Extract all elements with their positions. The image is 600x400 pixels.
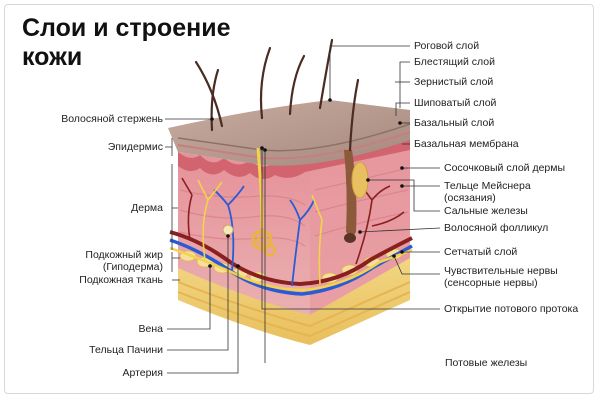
papillary-layer-shape — [178, 138, 410, 180]
label-stratum-granulosum: Зернистый слой — [414, 76, 494, 88]
label-subcutaneous-tissue: Подкожная ткань — [79, 274, 163, 286]
label-epidermis: Эпидермис — [107, 141, 163, 153]
dermis-side — [310, 140, 410, 315]
nerve-trunk — [169, 246, 413, 292]
vein-branches — [213, 185, 315, 287]
pacinian-body — [222, 224, 234, 236]
epidermis-edge — [177, 123, 411, 152]
leader-dots — [208, 98, 404, 268]
label-sebaceous: Сальные железы — [444, 205, 528, 217]
label-stratum-basale: Базальный слой — [414, 117, 495, 129]
hair-bulb — [344, 233, 356, 243]
label-basement-membrane: Базальная мембрана — [414, 138, 519, 150]
image-frame — [4, 4, 594, 394]
label-artery: Артерия — [122, 367, 163, 379]
label-papillary-layer: Сосочковый слой дермы — [444, 162, 566, 174]
label-meissner: Тельце Мейснера — [444, 180, 531, 192]
label-subcutaneous-fat: Подкожный жир — [85, 249, 163, 261]
skin-block — [168, 38, 413, 345]
nerve-branches — [197, 179, 323, 285]
hair-follicle — [344, 150, 369, 243]
label-dermis: Дерма — [131, 202, 163, 214]
label-pacinian-bodies: Тельца Пачини — [89, 344, 163, 356]
artery-vessel — [169, 230, 413, 287]
label-stratum-corneum: Роговой слой — [414, 40, 480, 52]
sebaceous-gland — [351, 161, 369, 199]
leader-lines — [165, 45, 441, 374]
title-line-1: Слои и строение — [22, 14, 231, 42]
label-sensory-nerves-sub: (сенсорные нервы) — [444, 277, 538, 289]
label-reticular: Сетчатый слой — [444, 246, 518, 258]
label-hair-shaft: Волосяной стержень — [61, 113, 163, 125]
subcutaneous-tissue-stripes — [177, 281, 411, 338]
title-line-2: кожи — [22, 43, 83, 71]
label-sensory-nerves: Чувствительные нервы — [444, 265, 558, 277]
label-stratum-lucidum: Блестящий слой — [414, 56, 495, 68]
label-sweat-glands: Потовые железы — [445, 357, 528, 369]
label-hypodermis: (Гиподерма) — [102, 261, 163, 273]
label-stratum-spinosum: Шиповатый слой — [414, 97, 497, 109]
epidermis-edge-2 — [177, 131, 411, 160]
label-sweat-duct: Открытие потового протока — [444, 303, 579, 315]
page-title: Слои и строение кожи — [22, 14, 230, 72]
label-vein: Вена — [138, 323, 163, 335]
label-follicle: Волосяной фолликул — [444, 222, 549, 234]
hair-shafts — [194, 38, 360, 152]
label-meissner-sub: (осязания) — [444, 192, 496, 204]
